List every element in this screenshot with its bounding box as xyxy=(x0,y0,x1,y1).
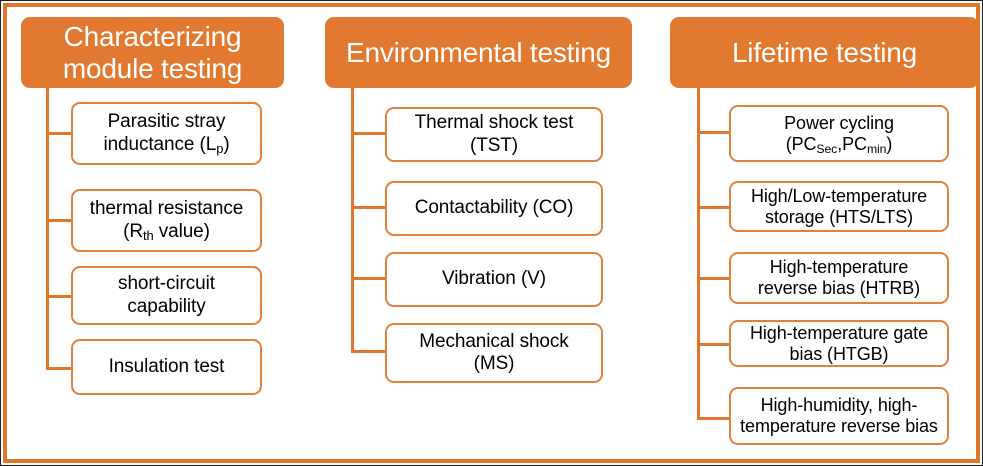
node-label: Thermal shock test (TST) xyxy=(414,112,574,156)
header-characterizing-module-testing[interactable]: Characterizing module testing xyxy=(21,17,284,88)
connector-stub xyxy=(351,277,387,280)
connector-stub xyxy=(697,417,731,420)
connector-stub xyxy=(46,295,73,298)
header-environmental-testing[interactable]: Environmental testing xyxy=(325,17,632,88)
node-power-cycling[interactable]: Power cycling(PCSec,PCmin) xyxy=(729,105,949,162)
node-label: Vibration (V) xyxy=(442,268,546,290)
connector-trunk xyxy=(46,88,49,370)
node-label: Insulation test xyxy=(108,355,225,377)
connector-stub xyxy=(697,131,731,134)
header-label: Environmental testing xyxy=(345,36,612,68)
node-label: thermal resistance(Rth value) xyxy=(89,198,244,244)
connector-stub xyxy=(697,206,731,209)
node-contactability[interactable]: Contactability (CO) xyxy=(385,181,603,236)
connector-stub xyxy=(351,350,387,353)
node-label: Contactability (CO) xyxy=(414,197,574,219)
node-thermal-resistance[interactable]: thermal resistance(Rth value) xyxy=(71,189,262,252)
node-insulation-test[interactable]: Insulation test xyxy=(71,339,262,395)
node-thermal-shock-test[interactable]: Thermal shock test (TST) xyxy=(385,107,603,162)
header-label: Lifetime testing xyxy=(731,36,918,68)
connector-trunk xyxy=(697,88,700,420)
header-label: Characterizing module testing xyxy=(62,21,243,84)
connector-stub xyxy=(46,132,73,135)
connector-stub xyxy=(697,277,731,280)
connector-stub xyxy=(697,343,731,346)
connector-stub xyxy=(351,206,387,209)
connector-stub xyxy=(46,219,73,222)
header-lifetime-testing[interactable]: Lifetime testing xyxy=(670,17,979,88)
node-high-humidity-high-temperature-reverse-bias[interactable]: High-humidity, high-temperature reverse … xyxy=(729,387,949,445)
node-label: Mechanical shock(MS) xyxy=(419,330,569,374)
node-vibration[interactable]: Vibration (V) xyxy=(385,252,603,307)
node-label: Power cycling(PCSec,PCmin) xyxy=(784,112,894,156)
connector-trunk xyxy=(351,88,354,353)
connector-stub xyxy=(46,367,73,370)
diagram-frame: Characterizing module testing Parasitic … xyxy=(3,3,980,463)
connector-stub xyxy=(351,132,387,135)
node-mechanical-shock[interactable]: Mechanical shock(MS) xyxy=(385,323,603,383)
node-label: High-humidity, high-temperature reverse … xyxy=(740,395,938,436)
